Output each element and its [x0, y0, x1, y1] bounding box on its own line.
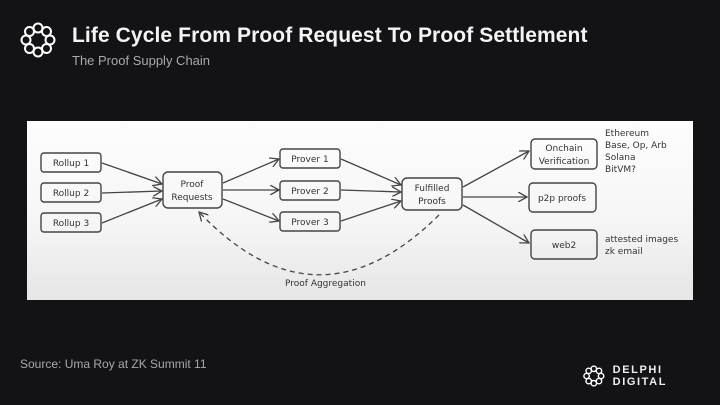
proof-aggregation-label: Proof Aggregation — [285, 279, 366, 289]
source-caption: Source: Uma Roy at ZK Summit 11 — [20, 357, 207, 371]
svg-text:Base, Op, Arb: Base, Op, Arb — [605, 141, 667, 151]
svg-text:Proof: Proof — [181, 180, 205, 190]
prover-2-box: Prover 2 — [279, 180, 341, 201]
svg-text:p2p proofs: p2p proofs — [538, 194, 586, 204]
page-title: Life Cycle From Proof Request To Proof S… — [72, 24, 588, 47]
rollup-3-box: Rollup 3 — [40, 212, 102, 233]
svg-text:Onchain: Onchain — [545, 144, 582, 154]
svg-text:BitVM?: BitVM? — [605, 165, 636, 175]
web2-box: web2 — [530, 229, 598, 260]
svg-text:web2: web2 — [552, 241, 576, 251]
svg-text:attested images: attested images — [605, 235, 678, 245]
svg-text:Requests: Requests — [171, 193, 213, 203]
web2-notes: attested images zk email — [605, 235, 678, 257]
svg-text:Rollup 1: Rollup 1 — [53, 159, 89, 169]
rollup-1-box: Rollup 1 — [40, 152, 102, 173]
svg-text:Rollup 3: Rollup 3 — [53, 219, 89, 229]
prover-1-box: Prover 1 — [279, 148, 341, 169]
svg-text:Prover 3: Prover 3 — [291, 218, 328, 228]
svg-text:Prover 1: Prover 1 — [291, 155, 328, 165]
brand-name: DELPHI DIGITAL — [612, 364, 668, 388]
svg-text:zk email: zk email — [605, 247, 643, 257]
brand-logo: DELPHI DIGITAL — [583, 364, 720, 388]
rollup-2-box: Rollup 2 — [40, 182, 102, 203]
delphi-logo-icon — [20, 22, 56, 58]
p2p-proofs-box: p2p proofs — [528, 182, 597, 213]
svg-text:Ethereum: Ethereum — [605, 129, 649, 139]
svg-text:Prover 2: Prover 2 — [291, 187, 328, 197]
svg-text:Proofs: Proofs — [418, 197, 446, 207]
svg-text:Solana: Solana — [605, 153, 635, 163]
flow-arrows — [101, 151, 529, 276]
prover-3-box: Prover 3 — [279, 211, 341, 232]
svg-text:Rollup 2: Rollup 2 — [53, 189, 89, 199]
page-subtitle: The Proof Supply Chain — [72, 53, 211, 68]
delphi-logo-small-icon — [583, 365, 605, 387]
svg-text:Verification: Verification — [539, 157, 590, 167]
svg-text:Fulfilled: Fulfilled — [415, 184, 450, 194]
